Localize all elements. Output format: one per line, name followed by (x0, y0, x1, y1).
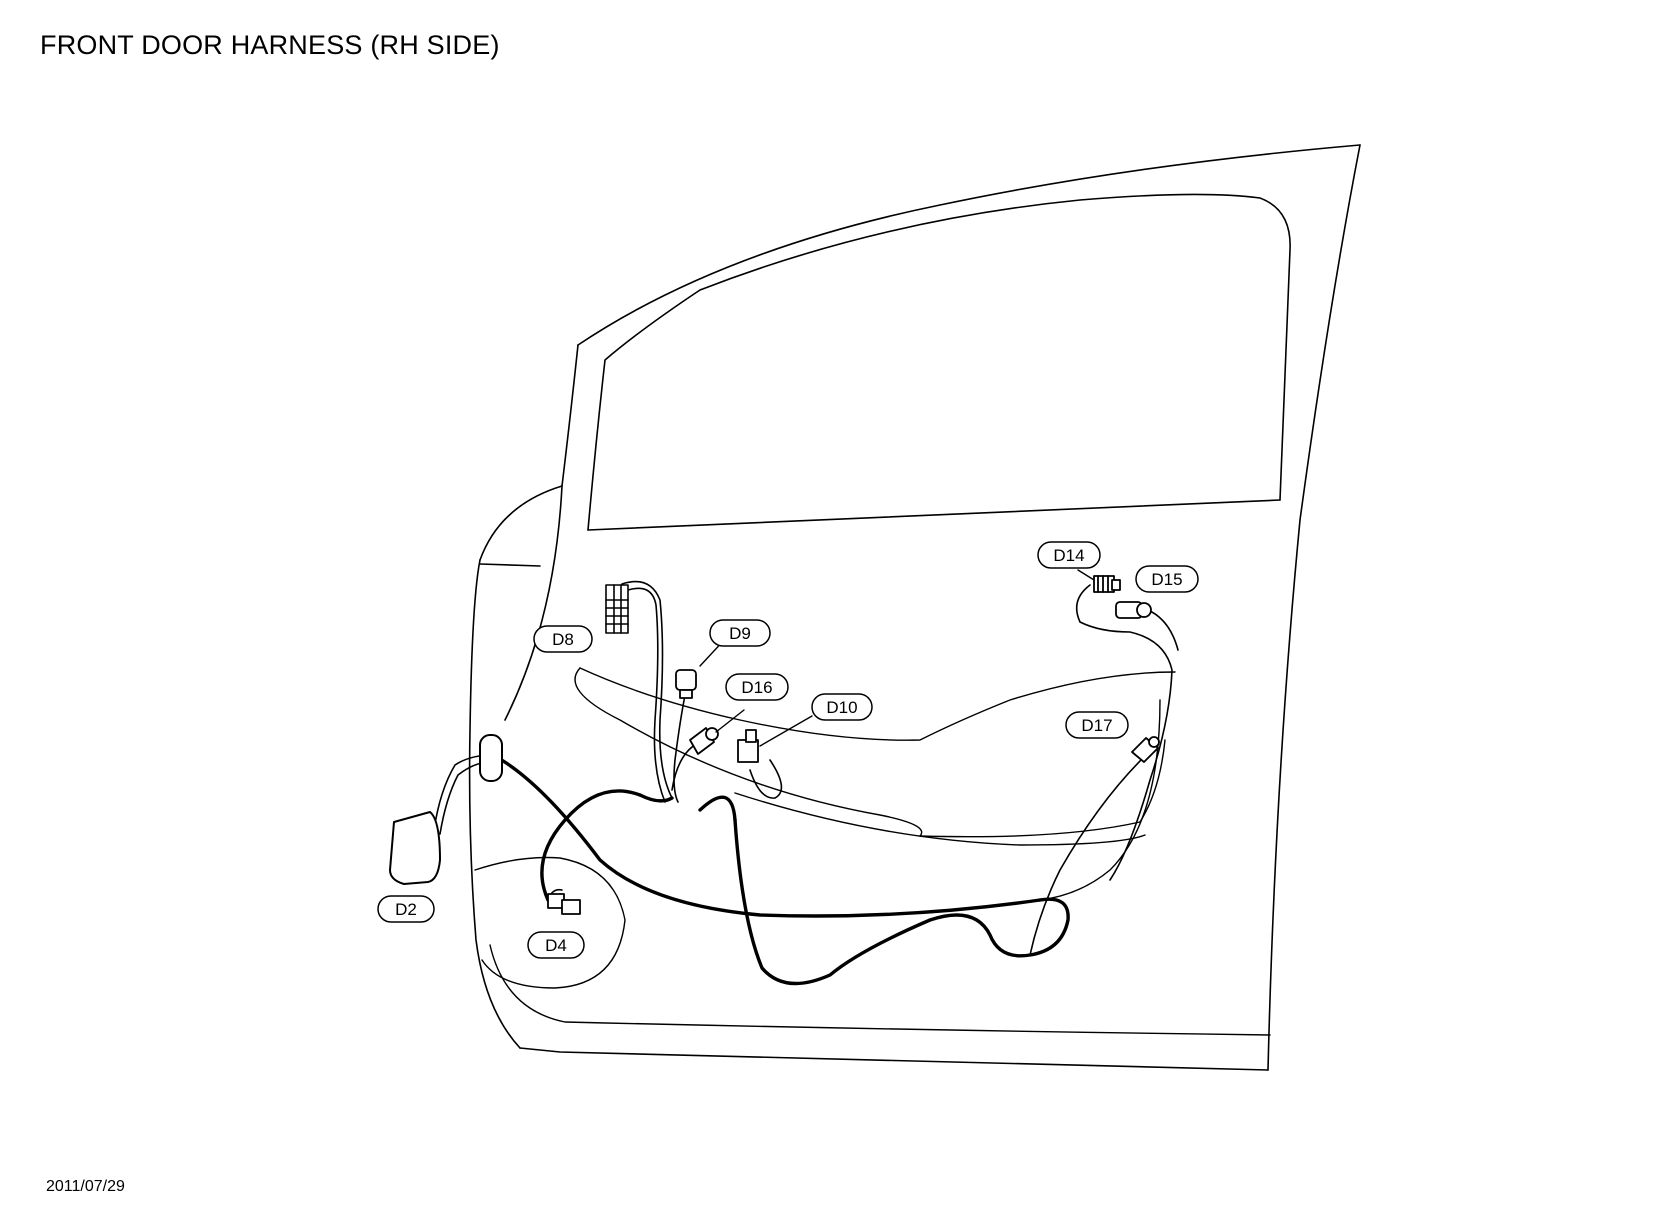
connector-label-d16: D16 (725, 673, 789, 701)
svg-text:D9: D9 (729, 624, 751, 643)
window-opening (587, 193, 1291, 531)
d17-connector-icon (1131, 736, 1160, 763)
svg-text:D17: D17 (1081, 716, 1112, 735)
svg-text:D2: D2 (395, 900, 417, 919)
branch-wires (428, 580, 1179, 956)
connector-label-d4: D4 (527, 931, 585, 959)
page-title: FRONT DOOR HARNESS (RH SIDE) (40, 30, 500, 60)
d16-connector-icon (689, 727, 719, 755)
svg-text:D15: D15 (1151, 570, 1182, 589)
svg-text:D8: D8 (552, 630, 574, 649)
d9-connector-icon (675, 669, 697, 699)
connector-label-d9: D9 (709, 619, 771, 647)
connector-label-d17: D17 (1065, 711, 1129, 739)
svg-text:D4: D4 (545, 936, 567, 955)
inner-panel (474, 667, 1271, 1036)
svg-text:D16: D16 (741, 678, 772, 697)
connector-label-d14: D14 (1037, 541, 1101, 569)
leader-lines (699, 569, 1095, 747)
d14-connector-icon (1093, 575, 1121, 593)
main-harness (491, 753, 1070, 986)
d8-connector-icon (605, 584, 629, 634)
connector-label-d8: D8 (533, 625, 593, 653)
connector-label-d2: D2 (377, 895, 435, 923)
diagram-date: 2011/07/29 (46, 1178, 125, 1195)
svg-text:D10: D10 (826, 698, 857, 717)
door-outline (468, 144, 1361, 1071)
connector-label-d10: D10 (811, 693, 873, 721)
d15-connector-icon (1115, 601, 1152, 619)
grommet-icon (479, 734, 503, 782)
svg-text:D14: D14 (1053, 546, 1084, 565)
d10-connector-icon (737, 729, 759, 763)
d4-connector-icon (547, 893, 581, 915)
connector-label-d15: D15 (1135, 565, 1199, 593)
d2-connector-icon (389, 811, 441, 885)
